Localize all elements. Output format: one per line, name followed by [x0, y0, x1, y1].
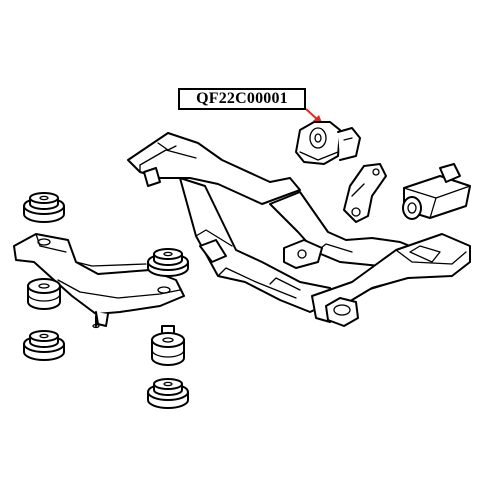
bushing-top-left	[23, 192, 65, 223]
part-number-label: QF22C00001	[178, 88, 306, 110]
engine-mount-highlighted	[295, 121, 361, 165]
cylindrical-mount	[402, 163, 471, 220]
mount-bracket	[343, 163, 387, 223]
stud-bolt	[92, 315, 100, 329]
bushing-bottom-center	[147, 378, 189, 409]
bushing-mid-center	[151, 325, 185, 366]
bushing-mid-left	[27, 278, 61, 310]
main-subframe	[127, 132, 471, 327]
left-subframe	[13, 233, 185, 327]
bushing-mid-top	[147, 248, 189, 277]
bushing-bottom-left	[23, 330, 65, 361]
